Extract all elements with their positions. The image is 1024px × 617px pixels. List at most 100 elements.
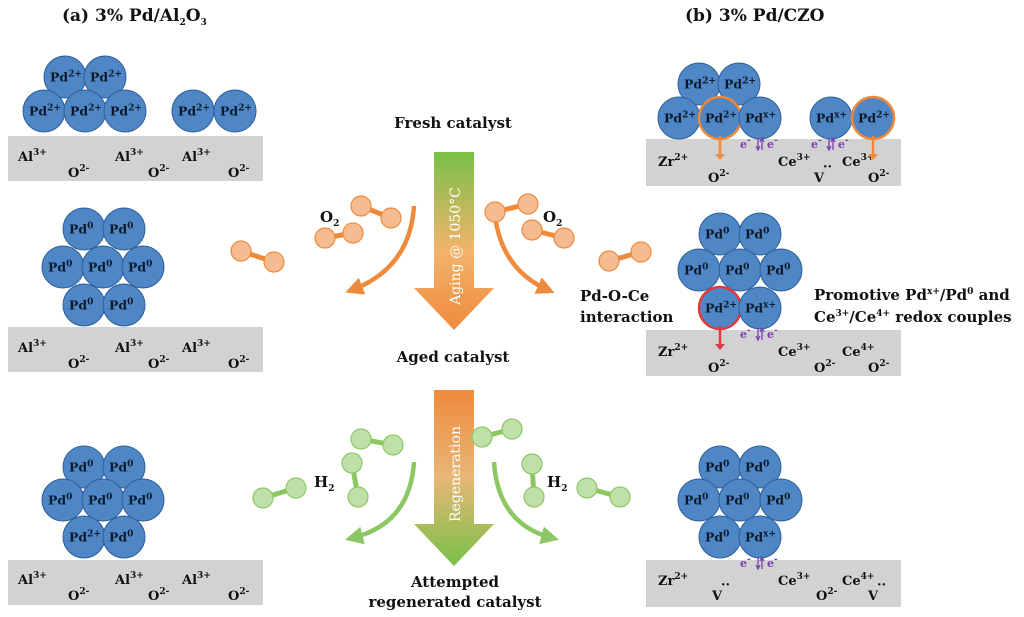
pd-atom-label: Pd2+ [178, 104, 210, 119]
gas-molecule [314, 222, 364, 249]
pd-atom-label: Pd0 [48, 260, 72, 275]
pd-atom-label: Pd0 [684, 263, 708, 278]
pd-atom: Pd2+ [850, 95, 896, 141]
pd-atom-label: Pd0 [69, 222, 93, 237]
support-ion: O2- [708, 169, 730, 186]
pd-atom-label: Pdx+ [745, 530, 776, 545]
pd-atom-label: Pd2+ [705, 111, 737, 126]
support-ion: Al3+ [114, 571, 144, 588]
support-ion: Zr2+ [658, 343, 688, 360]
pd-atom-label: Pd0 [766, 263, 790, 278]
pd-atom-label: Pd0 [128, 260, 152, 275]
promotive-label-1: Promotive Pdx+/Pd0 and [814, 286, 1010, 304]
support-ion: Al3+ [17, 339, 47, 356]
pd-atom: Pd2+ [677, 62, 721, 106]
pd-atom-label: Pd0 [109, 298, 133, 313]
aging-arrow-label: Aging @ 1050°C [448, 187, 464, 306]
support-ion: Ce3+ [778, 572, 810, 589]
support-ion: O2- [68, 355, 90, 372]
electron-transfer-mark: e-e- [740, 555, 778, 571]
pd-atom-label: Pdx+ [745, 111, 776, 126]
pd-atom-label: Pd0 [725, 263, 749, 278]
pd-atom-label: Pd2+ [29, 104, 61, 119]
pd-atom: Pd2+ [22, 89, 66, 133]
support-ion: O2- [148, 355, 170, 372]
support-ion: O2- [708, 359, 730, 376]
pd-o-bond-arrow [868, 136, 878, 160]
pd-atom-label: Pd2+ [50, 70, 82, 85]
pd-atom-label: Pd0 [88, 493, 112, 508]
regen-curve-right-arrow [491, 461, 559, 544]
support-ion: Al3+ [114, 339, 144, 356]
pd-atom: Pd0 [81, 478, 125, 522]
support-ion: Ce4+ [842, 572, 874, 589]
support-ion: Al3+ [17, 571, 47, 588]
svg-text:e-: e- [811, 136, 822, 151]
gas-molecule [230, 240, 285, 273]
pd-atom: Pd0 [102, 283, 146, 327]
support-ion: V [711, 589, 723, 604]
pd-o-ce-label-1: Pd-O-Ce [580, 287, 649, 305]
support-ion: O2- [814, 359, 836, 376]
pd-atom: Pd0 [102, 515, 146, 559]
pd-atom-label: Pd0 [109, 222, 133, 237]
regenerated-catalyst-label-2: regenerated catalyst [368, 593, 541, 611]
panel-b-title: (b) 3% Pd/CZO [685, 6, 825, 26]
pd-atom-label: Pd0 [705, 530, 729, 545]
pd-atom: Pdx+ [809, 96, 853, 140]
pd-atom: Pd0 [698, 515, 742, 559]
pd-atom-label: Pd2+ [664, 111, 696, 126]
pd-atom: Pd2+ [717, 62, 761, 106]
support-ion: O2- [228, 164, 250, 181]
support-ion: O2- [816, 587, 838, 604]
support-ion: Zr2+ [658, 572, 688, 589]
support-b-fresh [646, 139, 901, 186]
support-ion: Zr2+ [658, 153, 688, 170]
pd-atom: Pd2+ [697, 95, 743, 141]
regenerated-catalyst-label-1: Attempted [410, 573, 500, 591]
support-ion: O2- [148, 164, 170, 181]
svg-text:e-: e- [767, 555, 778, 570]
support-ion: Al3+ [17, 148, 47, 165]
pd-atom: Pd0 [62, 283, 106, 327]
pd-atom: Pdx+ [738, 286, 782, 330]
support-ion: Ce3+ [842, 153, 874, 170]
support-ion: Ce4+ [842, 343, 874, 360]
pd-atom-label: Pd0 [725, 493, 749, 508]
h2-label-left: H2 [314, 473, 334, 494]
support-ion: V [867, 589, 879, 604]
regeneration-arrow-label: Regeneration [448, 426, 464, 522]
support-a-aged [8, 327, 263, 372]
pd-atom: Pd2+ [62, 515, 106, 559]
pd-atom: Pd2+ [103, 89, 147, 133]
pd-atom: Pd0 [718, 478, 762, 522]
pd-atom-label: Pd0 [766, 493, 790, 508]
support-ion: O2- [68, 587, 90, 604]
pd-atom: Pd0 [677, 248, 721, 292]
gas-molecule [576, 477, 631, 508]
pd-atom: Pd0 [677, 478, 721, 522]
pd-atom-label: Pd0 [109, 530, 133, 545]
panel-a-title: (a) 3% Pd/Al2O3 [62, 6, 207, 28]
pd-atom: Pd2+ [171, 89, 215, 133]
pd-atom: Pd0 [121, 478, 165, 522]
gas-molecule [350, 195, 402, 229]
h2-label-right: H2 [547, 473, 567, 494]
aging-curve-left-arrow [345, 205, 417, 295]
support-ion: O2- [868, 169, 890, 186]
pd-atom: Pd2+ [213, 89, 257, 133]
svg-text:e-: e- [740, 326, 751, 341]
pd-atom-label: Pd2+ [70, 104, 102, 119]
pd-atom-label: Pd0 [705, 460, 729, 475]
pd-atom: Pd0 [102, 445, 146, 489]
support-a-regen [8, 560, 263, 605]
supports [8, 136, 901, 607]
vacancy-dots: ·· [721, 578, 730, 593]
support-ions: Al3+O2-Al3+O2-Al3+O2-Al3+O2-Al3+O2-Al3+O… [17, 148, 890, 604]
support-ion: O2- [148, 587, 170, 604]
pd-atom-label: Pd2+ [705, 301, 737, 316]
svg-text:e-: e- [767, 136, 778, 151]
pd-atom: Pd0 [698, 212, 742, 256]
pd-atom-label: Pd0 [88, 260, 112, 275]
electron-transfer-mark: e-e- [811, 136, 849, 152]
